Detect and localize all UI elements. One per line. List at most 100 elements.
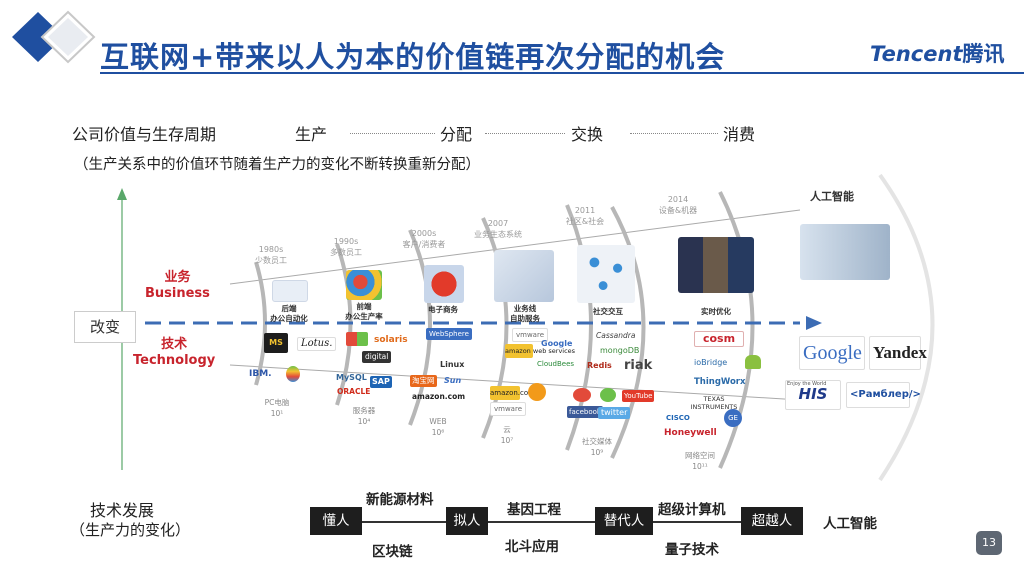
google-logo: Google bbox=[799, 336, 865, 370]
riak-logo: riak bbox=[624, 358, 653, 373]
amazon-logo-cloud: amazon.com bbox=[490, 386, 535, 400]
his-tagline: Enjoy the World bbox=[787, 381, 827, 387]
windows-logo bbox=[346, 332, 368, 346]
apple-logo bbox=[286, 366, 300, 382]
stage-desc-ecommerce: 电子商务 bbox=[428, 305, 458, 314]
backend-image bbox=[272, 280, 308, 302]
android-icon bbox=[745, 355, 761, 369]
thingworx-logo: ThingWorx bbox=[694, 377, 746, 387]
mongodb-logo: mongoDB bbox=[600, 346, 640, 355]
cloud-icon bbox=[528, 383, 546, 401]
tech-new-energy: 新能源材料 bbox=[366, 492, 434, 508]
timeline-ai: 人工智能 bbox=[823, 516, 877, 532]
title-underline bbox=[100, 72, 1024, 74]
timeline-understand-human: 懂人 bbox=[310, 507, 362, 535]
tencent-logo: Tencent腾讯 bbox=[870, 38, 1005, 68]
timeline-segment bbox=[486, 521, 596, 523]
cassandra-logo: Cassandra bbox=[596, 331, 636, 340]
amazon-ws-logo: amazon web services bbox=[505, 344, 575, 358]
tech-dev-subtitle: （生产力的变化） bbox=[70, 521, 191, 539]
ge-logo: GE bbox=[724, 409, 742, 427]
stage-connector bbox=[630, 133, 718, 134]
self-service-image bbox=[494, 250, 554, 302]
youtube-logo: YouTube bbox=[622, 390, 655, 402]
realtime-image bbox=[678, 237, 754, 293]
linux-logo: Linux bbox=[440, 360, 465, 369]
sap-logo: SAP bbox=[370, 376, 392, 388]
frontend-image bbox=[346, 270, 382, 300]
ai-label: 人工智能 bbox=[810, 190, 854, 203]
stage-connector bbox=[350, 133, 435, 134]
lifecycle-label: 公司价值与生存周期 bbox=[72, 125, 217, 144]
cloudbees-logo: CloudBees bbox=[537, 360, 575, 368]
sun-logo: Sun bbox=[444, 376, 462, 385]
taobao-logo: 淘宝网 bbox=[410, 375, 437, 387]
amazon-com-logo: amazon.com bbox=[412, 392, 466, 401]
stage-exchange: 交换 bbox=[571, 125, 604, 144]
solaris-logo: solaris bbox=[374, 335, 408, 345]
websphere-logo: WebSphere bbox=[426, 328, 472, 340]
google-small-logo: Google bbox=[541, 339, 573, 348]
stage-desc-social: 社交交互 bbox=[593, 307, 623, 316]
stage-desc-backend: 后端办公自动化 bbox=[270, 304, 308, 323]
facebook-logo: facebook bbox=[567, 406, 603, 418]
iobridge-logo: ioBridge bbox=[694, 358, 728, 367]
change-label: 改变 bbox=[74, 311, 136, 343]
oracle-logo: ORACLE bbox=[337, 387, 371, 396]
slide-title: 互联网+带来以人为本的价值链再次分配的机会 bbox=[100, 40, 726, 74]
timeline-segment bbox=[362, 521, 448, 523]
timeline-replace-human: 替代人 bbox=[595, 507, 653, 535]
timeline-segment bbox=[653, 521, 741, 523]
tech-beidou: 北斗应用 bbox=[505, 539, 559, 555]
ecommerce-image bbox=[424, 265, 464, 303]
rambler-logo: <Рамблер/> bbox=[846, 382, 921, 408]
timeline-simulate-human: 拟人 bbox=[446, 507, 488, 535]
digital-logo: digital bbox=[362, 351, 392, 363]
honeywell-logo: Honeywell bbox=[664, 428, 717, 438]
tech-dev-title: 技术发展 bbox=[90, 501, 155, 520]
ms-logo: MS bbox=[264, 333, 288, 353]
robot-image bbox=[800, 224, 890, 280]
yandex-logo: Yandex bbox=[869, 336, 927, 370]
wechat-icon bbox=[600, 388, 616, 402]
tech-genetic: 基因工程 bbox=[507, 502, 561, 518]
mysql-logo: MySQL bbox=[336, 373, 367, 382]
presentation-logo-mark bbox=[12, 10, 96, 64]
stage-desc-frontend: 前端办公生产率 bbox=[345, 302, 383, 321]
brand-latin: Tencent bbox=[870, 42, 963, 66]
stage-consumption: 消费 bbox=[723, 125, 756, 144]
brand-cjk: 腾讯 bbox=[962, 42, 1005, 66]
tech-supercomputer: 超级计算机 bbox=[658, 502, 726, 518]
vmware-logo: vmware bbox=[490, 402, 527, 416]
lifecycle-note: （生产关系中的价值环节随着生产力的变化不断转换重新分配） bbox=[74, 157, 480, 173]
his-logo: HIS bbox=[785, 380, 841, 410]
stage-distribution: 分配 bbox=[440, 125, 473, 144]
tech-quantum: 量子技术 bbox=[665, 542, 719, 558]
vmware-logo-top: vmware bbox=[512, 328, 549, 342]
ti-logo: TEXAS INSTRUMENTS bbox=[690, 395, 738, 411]
redis-logo: Redis bbox=[587, 361, 612, 370]
stage-production: 生产 bbox=[295, 125, 328, 144]
social-image bbox=[577, 245, 635, 303]
stage-connector bbox=[485, 133, 565, 134]
weibo-icon bbox=[573, 388, 591, 402]
stage-desc-self-service: 业务线自助服务 bbox=[510, 304, 540, 323]
tech-blockchain: 区块链 bbox=[372, 544, 413, 560]
page-number: 13 bbox=[976, 531, 1002, 555]
lotus-logo: Lotus. bbox=[297, 337, 337, 351]
